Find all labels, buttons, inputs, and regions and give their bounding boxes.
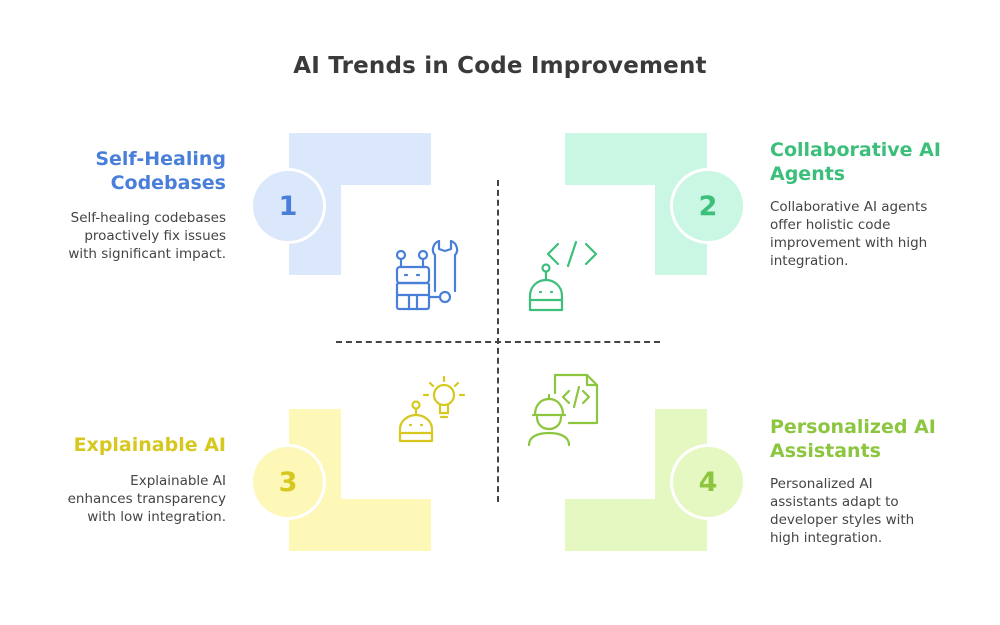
quadrant-4-heading-line2: Assistants [770, 440, 881, 462]
quadrant-1-heading-line1: Self-Healing [95, 148, 226, 170]
quadrant-2-number: 2 [673, 171, 743, 241]
quadrant-2-desc-line2: offer holistic code [770, 217, 891, 233]
quadrant-2-desc-line4: integration. [770, 253, 849, 269]
quadrant-2-desc-line1: Collaborative AI agents [770, 199, 928, 215]
quadrant-4-desc-line3: developer styles with [770, 512, 915, 528]
quadrant-1-description: Self-healing codebases proactively fix i… [68, 209, 226, 263]
quadrant-4-heading: Personalized AI Assistants [770, 415, 936, 463]
quadrant-3-desc-line2: enhances transparency [67, 491, 226, 507]
quadrant-3-heading: Explainable AI [74, 433, 226, 457]
robot-wrench-icon [395, 239, 459, 311]
quadrant-4-desc-line4: high integration. [770, 530, 883, 546]
quadrant-4-number: 4 [673, 447, 743, 517]
quadrant-2-heading-line1: Collaborative AI [770, 139, 941, 161]
quadrant-4-desc-line1: Personalized AI [770, 476, 873, 492]
quadrant-4-heading-line1: Personalized AI [770, 416, 936, 438]
quadrant-4-shape [565, 409, 707, 551]
quadrant-3-description: Explainable AI enhances transparency wit… [68, 472, 226, 526]
quadrant-1-number: 1 [253, 171, 323, 241]
quadrant-3-shape [289, 409, 431, 551]
quadrant-4-description: Personalized AI assistants adapt to deve… [770, 475, 914, 547]
robot-code-icon [528, 240, 598, 312]
quadrant-2-heading: Collaborative AI Agents [770, 138, 941, 186]
quadrant-2-description: Collaborative AI agents offer holistic c… [770, 198, 927, 270]
quadrant-3-number: 3 [253, 447, 323, 517]
robot-lightbulb-icon [398, 375, 466, 443]
quadrant-3-desc-line1: Explainable AI [130, 473, 226, 489]
quadrant-1-heading-line2: Codebases [110, 172, 226, 194]
quadrant-3-desc-line3: with low integration. [87, 509, 226, 525]
quadrant-2-heading-line2: Agents [770, 163, 846, 185]
quadrant-1-heading: Self-Healing Codebases [95, 147, 226, 195]
diagram-title: AI Trends in Code Improvement [293, 53, 707, 79]
quadrant-1-desc-line2: proactively fix issues [84, 228, 226, 244]
quadrant-2-desc-line3: improvement with high [770, 235, 928, 251]
horizontal-axis [336, 341, 660, 343]
developer-code-icon [527, 373, 599, 447]
quadrant-2-shape [565, 133, 707, 275]
quadrant-1-desc-line1: Self-healing codebases [70, 210, 226, 226]
quadrant-3-heading-line1: Explainable AI [73, 434, 226, 456]
quadrant-4-desc-line2: assistants adapt to [770, 494, 899, 510]
quadrant-1-desc-line3: with significant impact. [68, 246, 226, 262]
quadrant-1-shape [289, 133, 431, 275]
